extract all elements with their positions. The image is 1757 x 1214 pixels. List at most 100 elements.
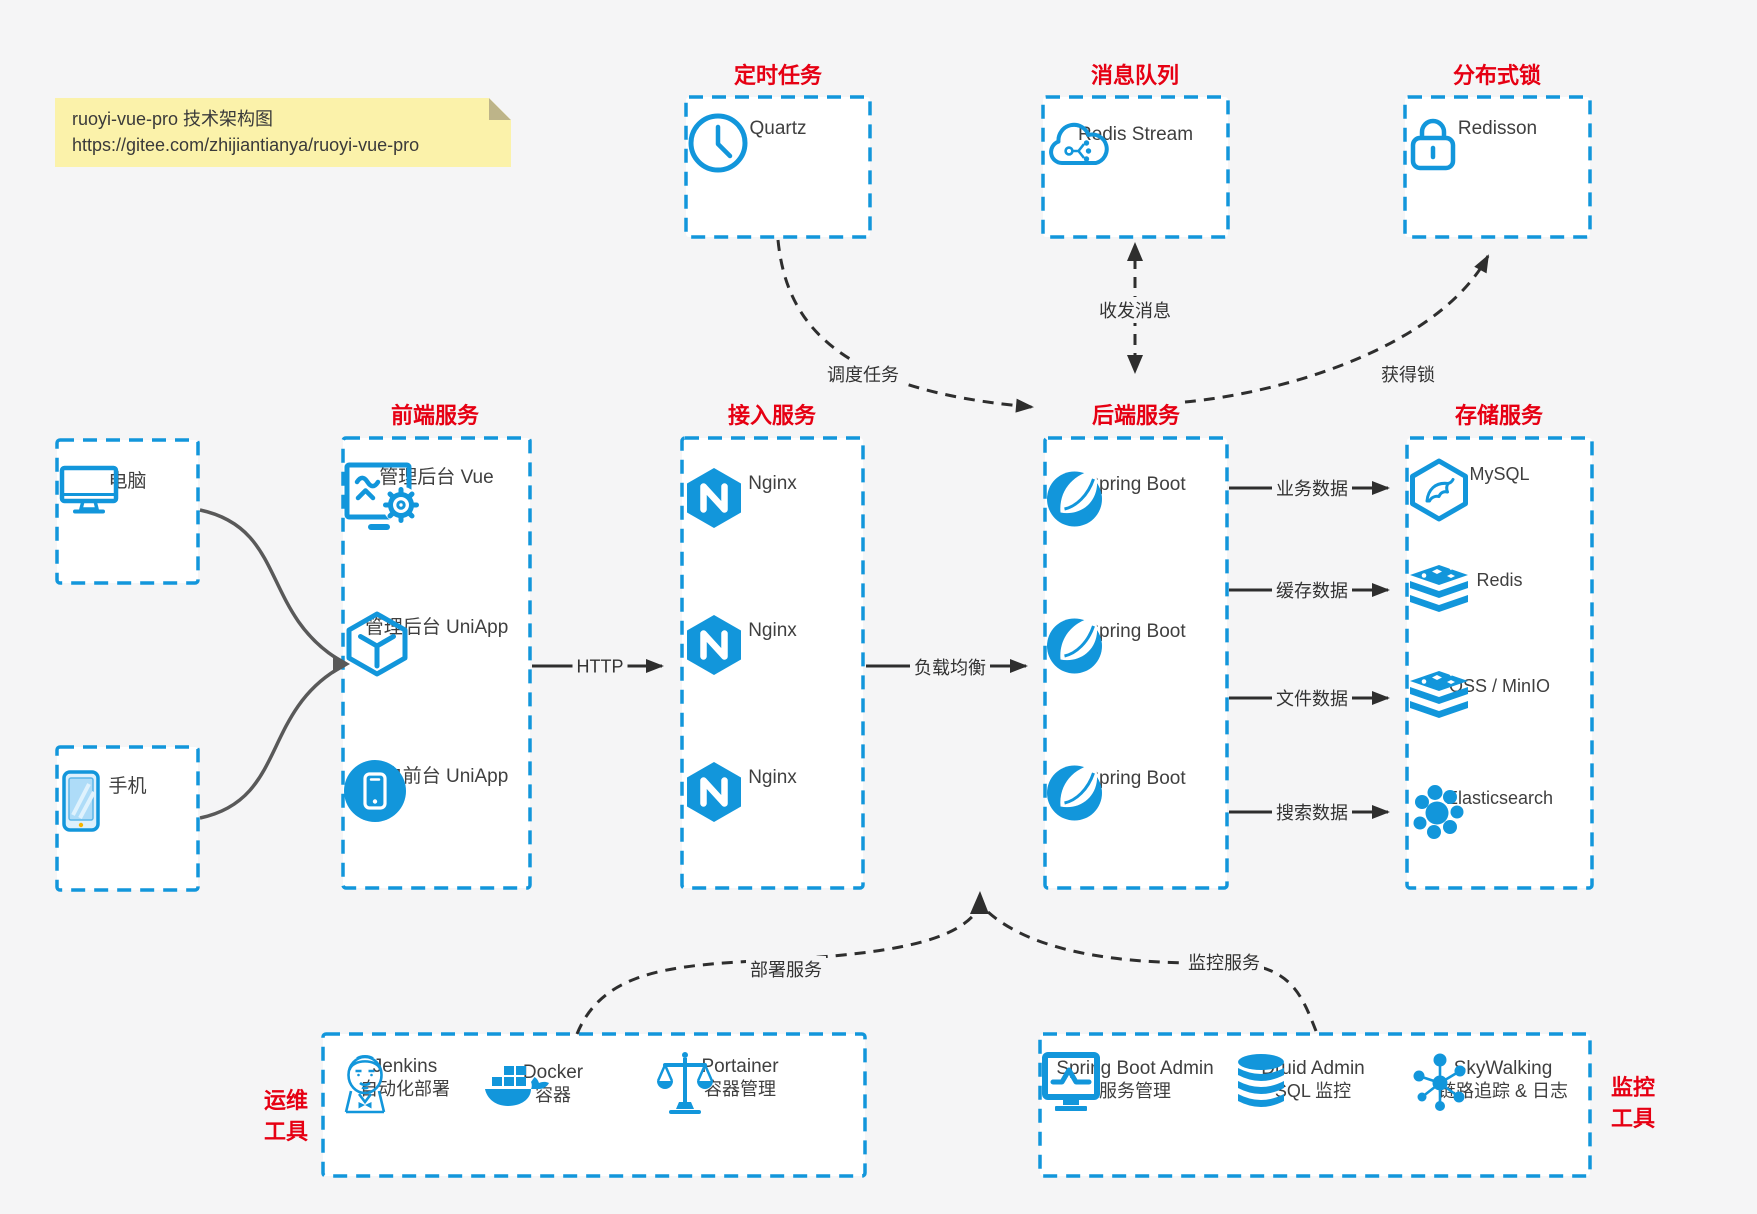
quartz-box <box>684 95 872 239</box>
nginx-icon <box>682 760 746 824</box>
druid-icon <box>1238 1054 1284 1107</box>
spring-boot-node-2: Spring Boot <box>1045 614 1227 675</box>
admin-uniapp-node: 管理后台 UniApp <box>343 610 530 639</box>
portainer-node: Portainer 容器管理 <box>655 1050 825 1114</box>
redis-stack-icon <box>1410 671 1468 718</box>
mysql-node: MySQL <box>1407 458 1592 485</box>
ops-tools-box <box>321 1032 867 1178</box>
spring-boot-icon <box>1045 468 1104 528</box>
redisson-box <box>1403 95 1592 239</box>
redis-stream-node: Redis Stream <box>1043 117 1228 165</box>
node-label: Quartz <box>749 118 807 139</box>
monitor-label: 监控服务 <box>1184 949 1264 975</box>
node-label: MySQL <box>1469 464 1530 484</box>
sticky-note: ruoyi-vue-pro 技术架构图 https://gitee.com/zh… <box>55 98 511 167</box>
node-label: OSS / MinIO <box>1448 676 1551 696</box>
spring-boot-icon <box>1045 762 1104 822</box>
title-gateway-services: 接入服务 <box>727 403 817 428</box>
file-data-label: 文件数据 <box>1272 685 1352 711</box>
nginx-icon <box>682 466 746 530</box>
spring-boot-admin-node: Spring Boot Admin 服务管理 <box>1040 1052 1230 1102</box>
nginx-node-2: Nginx <box>682 613 863 642</box>
node-label: Spring Boot <box>1086 768 1186 789</box>
spring-boot-node-3: Spring Boot <box>1045 761 1227 822</box>
monitor-tools-group: Spring Boot Admin 服务管理 Druid Admin SQL 监… <box>1040 1034 1590 1176</box>
nginx-node-3: Nginx <box>682 760 863 789</box>
messaging-label: 收发消息 <box>1095 297 1175 323</box>
node-label: Portainer <box>701 1056 779 1077</box>
redis-stack-icon <box>1410 565 1468 612</box>
node-sublabel: SQL 监控 <box>1274 1081 1352 1101</box>
redisson-node: Redisson <box>1405 111 1590 140</box>
skywalking-icon <box>1412 1052 1467 1112</box>
title-ops-tools: 运维 工具 <box>263 1088 308 1144</box>
cloud-stream-icon <box>1049 122 1109 165</box>
note-url: https://gitee.com/zhijiantianya/ruoyi-vu… <box>72 135 420 155</box>
dispatch-task-label: 调度任务 <box>823 361 903 387</box>
node-sublabel: 服务管理 <box>1099 1081 1171 1101</box>
node-label: Redis Stream <box>1077 124 1194 145</box>
nginx-node-1: Nginx <box>682 466 863 495</box>
title-storage-services: 存储服务 <box>1454 403 1544 428</box>
storage-group: MySQL Redis OSS / MinIO Elasticsearch <box>1407 438 1592 888</box>
node-label: Jenkins <box>372 1056 438 1077</box>
frontend-group: 管理后台 Vue 管理后台 UniApp 用户前台 UniApp <box>343 438 530 888</box>
acquire-lock-label: 获得锁 <box>1377 361 1439 387</box>
node-sublabel: 容器 <box>535 1085 571 1105</box>
title-monitor-tools: 监控 工具 <box>1610 1075 1655 1131</box>
clock-icon <box>686 111 750 175</box>
redis-stream-group: Redis Stream <box>1043 97 1228 237</box>
storage-box <box>1405 436 1594 890</box>
ops-tools-group: Jenkins 自动化部署 Docker 容器 Portainer 容器管理 <box>323 1034 865 1176</box>
redis-node: Redis <box>1407 564 1592 612</box>
node-label: Redisson <box>1457 118 1538 139</box>
load-balance-label: 负载均衡 <box>910 654 990 680</box>
skywalking-node: SkyWalking 链路追踪 & 日志 <box>1410 1052 1596 1112</box>
spring-boot-node-1: Spring Boot <box>1045 467 1227 528</box>
http-label: HTTP <box>572 656 628 678</box>
redisson-group: Redisson <box>1405 97 1590 237</box>
title-backend-services: 后端服务 <box>1091 403 1181 428</box>
node-label: Druid Admin <box>1261 1058 1365 1079</box>
spring-boot-admin-icon <box>1040 1052 1102 1112</box>
gateway-group: Nginx Nginx Nginx <box>682 438 863 888</box>
nginx-icon <box>682 613 746 677</box>
docker-node: Docker 容器 <box>483 1056 623 1106</box>
title-distributed-lock: 分布式锁 <box>1452 63 1542 88</box>
portainer-icon <box>655 1050 715 1114</box>
desktop-group: 电脑 <box>57 440 198 583</box>
node-label: Redis <box>1476 570 1523 590</box>
admin-vue-node: 管理后台 Vue <box>343 460 530 489</box>
jenkins-node: Jenkins 自动化部署 <box>335 1050 475 1114</box>
phone-group: 手机 <box>57 747 198 890</box>
admin-vue-icon <box>343 460 423 534</box>
node-label: 管理后台 UniApp <box>364 617 509 638</box>
cache-data-label: 缓存数据 <box>1272 577 1352 603</box>
oss-minio-node: OSS / MinIO <box>1407 670 1592 718</box>
node-sublabel: 自动化部署 <box>360 1079 450 1099</box>
node-label: SkyWalking <box>1453 1058 1553 1079</box>
node-label: Docker <box>522 1062 584 1083</box>
elasticsearch-icon <box>1413 785 1464 839</box>
spring-boot-icon <box>1045 615 1104 675</box>
user-app-icon <box>343 759 407 823</box>
title-message-queue: 消息队列 <box>1090 63 1180 88</box>
node-label: Spring Boot <box>1086 474 1186 495</box>
search-data-label: 搜索数据 <box>1272 799 1352 825</box>
node-label: Nginx <box>748 473 797 494</box>
note-title: ruoyi-vue-pro 技术架构图 <box>72 109 274 129</box>
desktop-node: 电脑 <box>57 464 198 493</box>
druid-admin-node: Druid Admin SQL 监控 <box>1233 1052 1393 1107</box>
jenkins-icon <box>344 1054 386 1114</box>
quartz-node: Quartz <box>686 111 870 140</box>
docker-icon <box>485 1066 549 1106</box>
node-label: Elasticsearch <box>1445 788 1554 808</box>
monitor-tools-box <box>1038 1032 1592 1178</box>
title-frontend-services: 前端服务 <box>390 403 480 428</box>
smartphone-icon <box>62 770 100 832</box>
node-sublabel: 容器管理 <box>704 1079 776 1099</box>
desktop-box <box>55 438 200 585</box>
node-label: Spring Boot <box>1086 621 1186 642</box>
phone-node: 手机 <box>57 769 198 832</box>
